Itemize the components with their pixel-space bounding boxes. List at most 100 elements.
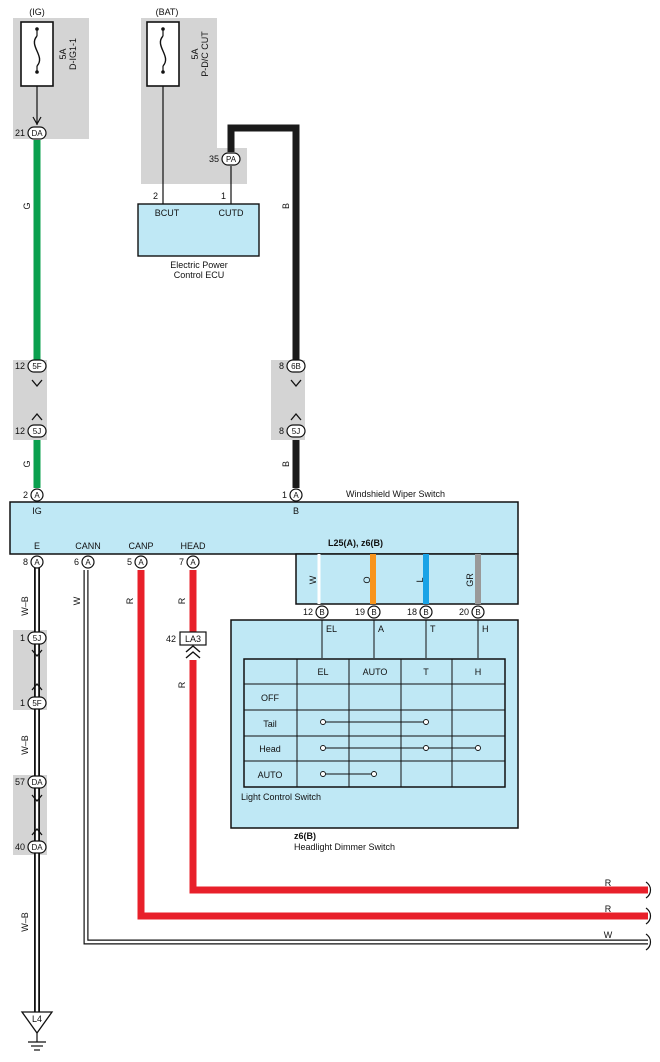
wire-label-b1: B [281, 203, 291, 209]
wire-label-b2: B [281, 461, 291, 467]
connector-shape [315, 605, 329, 619]
stripe-label-gr: GR [465, 573, 475, 587]
connector-pin-number: 1 [20, 633, 25, 643]
connector-code: A [34, 558, 40, 567]
wire-red-canp [137, 570, 648, 920]
la3-num: 42 [166, 634, 176, 644]
fuse-bat-rating: 5A [190, 48, 200, 59]
connector-pin-number: 12 [15, 426, 25, 436]
wire-label-r-out2: R [605, 904, 612, 914]
arrow-icon [32, 116, 42, 126]
connector-code: DA [31, 843, 43, 852]
connector-pin-number: 19 [355, 607, 365, 617]
fuse-ig-rating: 5A [58, 48, 68, 59]
wire-label-g1: G [22, 202, 32, 209]
connector-shape [30, 555, 44, 569]
wire-label-r-head1: R [177, 597, 187, 604]
stripe-label-o: O [362, 576, 372, 583]
connector-code: B [475, 608, 480, 617]
wire-label-g2: G [22, 460, 32, 467]
connector-pin-number: 21 [15, 128, 25, 138]
ecu-pin-num-bcut: 2 [153, 191, 158, 201]
ecu-pin-bcut: BCUT [155, 208, 180, 218]
connector-code: A [190, 558, 196, 567]
connector-shape [221, 152, 241, 166]
switch-pin-cann: CANN [75, 541, 101, 551]
connector-pin-number: 20 [459, 607, 469, 617]
connector-shape [419, 605, 433, 619]
connector-pin-number: 7 [179, 557, 184, 567]
switch-pin-canp: CANP [128, 541, 153, 551]
table-row-off: OFF [261, 693, 279, 703]
connector-code: B [319, 608, 324, 617]
connector-da40: DA 40 [15, 840, 47, 854]
la3-chevron-icon [185, 645, 201, 659]
connector-sw_a5: A5 [127, 555, 148, 569]
connector-code: 6B [291, 362, 301, 371]
connector-pin-number: 8 [23, 557, 28, 567]
connector-sw_a8: A8 [23, 555, 44, 569]
connector-shape [81, 555, 95, 569]
wire-label-r-out1: R [605, 878, 612, 888]
connector-pin-number: 35 [209, 154, 219, 164]
wire-label-wb3: W–B [20, 912, 30, 932]
connector-code: B [371, 608, 376, 617]
table-row-head: Head [259, 744, 281, 754]
connector-shape [286, 359, 306, 373]
connector-shape [27, 359, 47, 373]
connector-pin-number: 8 [279, 426, 284, 436]
connector-code: 5F [32, 699, 41, 708]
fuse-ig-name: D-IG1-1 [68, 38, 78, 70]
connector-pin-number: 18 [407, 607, 417, 617]
ground-icon [28, 1033, 46, 1051]
connector-b19: B 19 [355, 605, 381, 619]
dimmer-footer-title: z6(B) [294, 831, 316, 841]
connector-pin-number: 40 [15, 842, 25, 852]
stripe-label-l: L [415, 577, 425, 582]
connector-code: A [85, 558, 91, 567]
table-row-tail: Tail [263, 719, 277, 729]
connector-shape [27, 631, 47, 645]
dimmer-footer-subtitle: Headlight Dimmer Switch [294, 842, 395, 852]
ig-source-label: (IG) [29, 7, 45, 17]
connector-pin-number: 6 [74, 557, 79, 567]
light-terminal-a: A [378, 624, 384, 634]
light-terminal-el: EL [326, 624, 337, 634]
connector-shape [367, 605, 381, 619]
connector-shape [27, 840, 47, 854]
wire-white-inner [84, 570, 648, 944]
la3-connector [179, 631, 207, 646]
wiper-switch-stripe-panel [295, 553, 519, 605]
continuity-marks [320, 719, 481, 777]
connector-pin-number: 8 [279, 361, 284, 371]
light-switch-table [243, 658, 506, 788]
connector-shape [186, 555, 200, 569]
table-header-h: H [475, 667, 482, 677]
switch-pin-ig: IG [32, 506, 42, 516]
wiper-switch-box [9, 501, 519, 555]
connector-code: A [138, 558, 144, 567]
ecu-name-2: Control ECU [174, 270, 225, 280]
table-header-auto: AUTO [363, 667, 388, 677]
connector-code: 5J [292, 427, 300, 436]
ground-triangle [20, 1011, 54, 1035]
connector-pin-number: 1 [20, 698, 25, 708]
wire-break-symbols [645, 881, 652, 951]
junction-arrows [31, 379, 302, 836]
fuse-bat-icon [159, 35, 167, 67]
table-header-el: EL [317, 667, 328, 677]
connector-code: DA [31, 778, 43, 787]
connector-c5j_right: 5J 8 [279, 424, 306, 438]
wire-label-wb1: W–B [20, 596, 30, 616]
connector-shape [27, 424, 47, 438]
connector-code: 5J [33, 634, 41, 643]
connector-sw_a1: A1 [282, 488, 303, 502]
wire-label-r-canp: R [125, 597, 135, 604]
table-row-auto: AUTO [258, 770, 283, 780]
